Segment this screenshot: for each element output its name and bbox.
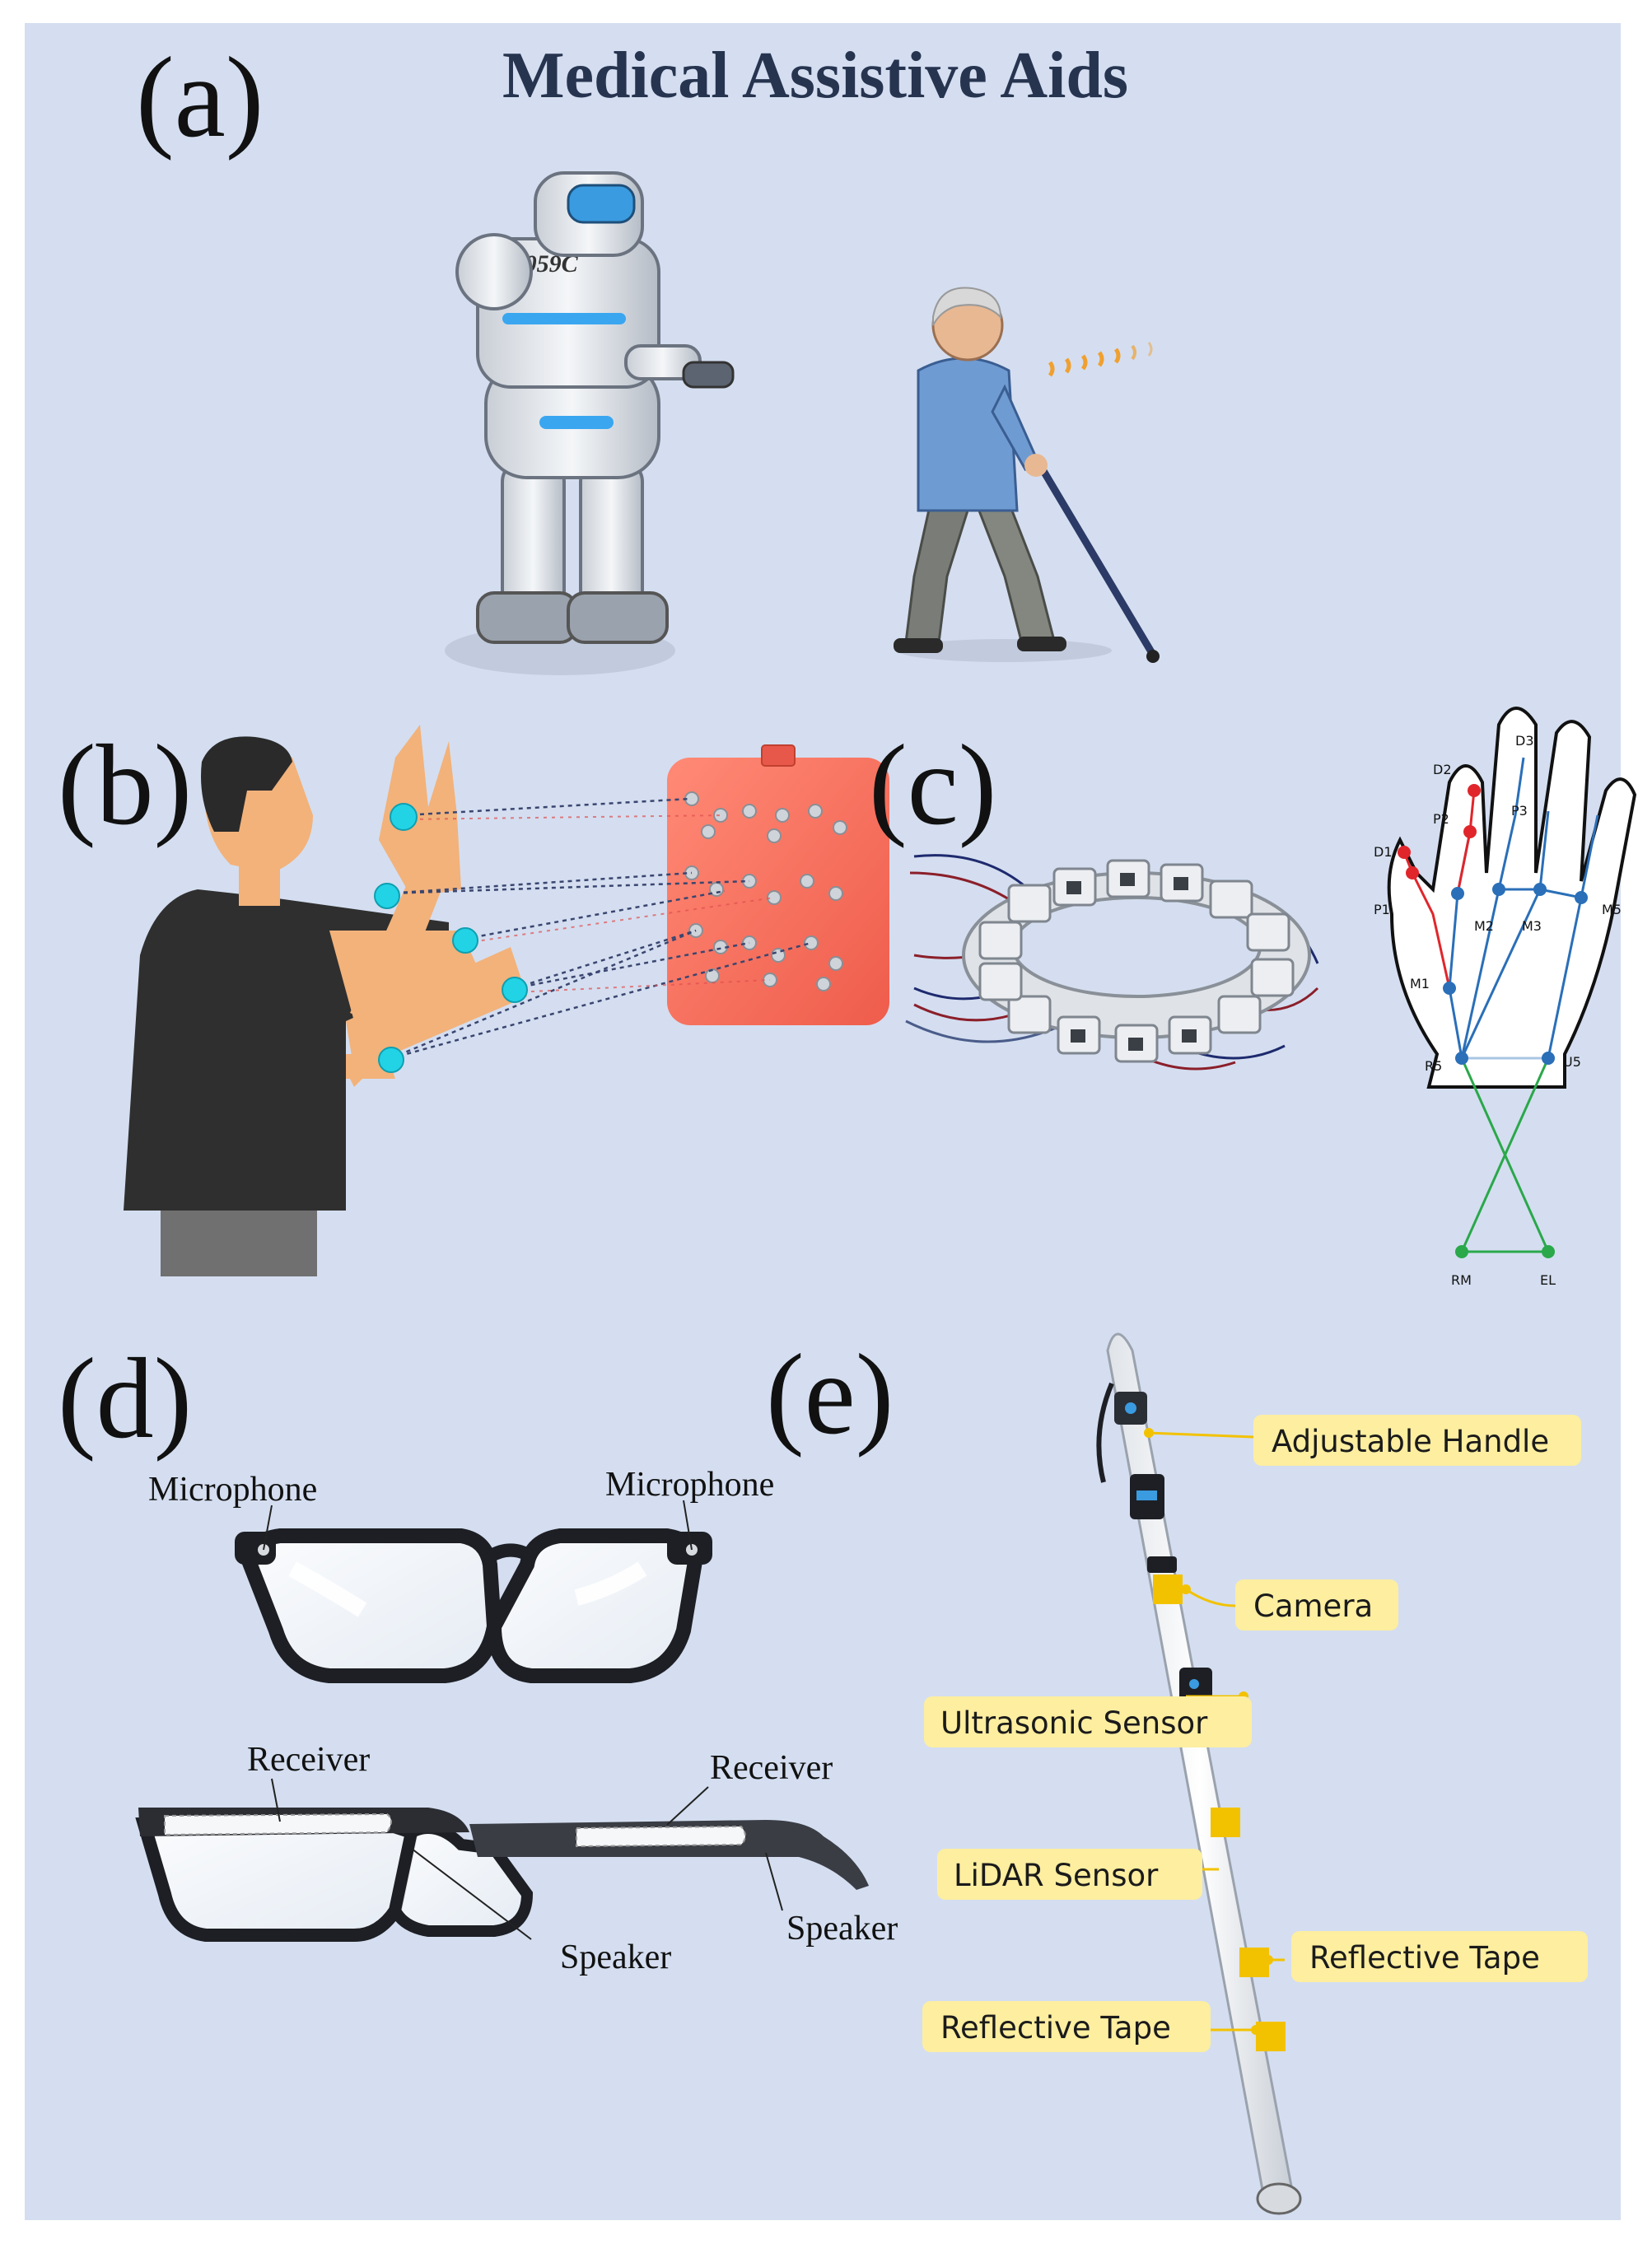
label-lidar-sensor: LiDAR Sensor bbox=[954, 1858, 1159, 1893]
hand-label-u5: U5 bbox=[1563, 1054, 1581, 1070]
panel-b-tag: (b) bbox=[58, 721, 192, 849]
hand-label-p2: P2 bbox=[1433, 811, 1449, 827]
hand-label-d2: D2 bbox=[1433, 762, 1452, 777]
hand-joint-diagram: D1 P1 D2 P2 D3 P3 M1 M2 M3 M5 R5 U5 RM E… bbox=[1374, 707, 1637, 1288]
hand-label-m5: M5 bbox=[1602, 902, 1622, 917]
figure-title: Medical Assistive Aids bbox=[502, 40, 1128, 112]
hand-label-m2: M2 bbox=[1474, 918, 1494, 934]
panel-c-tag: (c) bbox=[869, 721, 996, 849]
smart-glasses-front bbox=[235, 1500, 712, 1683]
sign-language-person bbox=[124, 725, 527, 1276]
label-receiver-left: Receiver bbox=[247, 1741, 370, 1779]
hand-label-p1: P1 bbox=[1374, 902, 1390, 917]
smart-glasses-side bbox=[135, 1778, 869, 1942]
tactile-sensor-board bbox=[667, 744, 889, 1025]
label-ultrasonic-sensor: Ultrasonic Sensor bbox=[940, 1705, 1208, 1741]
hand-label-p3: P3 bbox=[1511, 803, 1528, 819]
hand-label-rm: RM bbox=[1451, 1272, 1472, 1288]
panel-e-tag: (e) bbox=[766, 1331, 894, 1458]
panel-a-tag: (a) bbox=[136, 34, 264, 161]
body-sensor-markers bbox=[374, 803, 528, 1073]
sensor-ring-band bbox=[905, 854, 1319, 1071]
hand-label-d1: D1 bbox=[1374, 844, 1393, 860]
label-reflective-tape-right: Reflective Tape bbox=[1309, 1940, 1540, 1976]
label-camera: Camera bbox=[1253, 1589, 1373, 1624]
hand-label-m3: M3 bbox=[1522, 918, 1542, 934]
hand-label-d3: D3 bbox=[1515, 733, 1534, 749]
sensor-mapping-lines bbox=[386, 797, 812, 1060]
label-speaker-center: Speaker bbox=[560, 1938, 671, 1976]
label-reflective-tape-left: Reflective Tape bbox=[940, 2010, 1171, 2046]
robot-illustration: D059C bbox=[445, 171, 735, 675]
panel-d-tag: (d) bbox=[58, 1335, 192, 1463]
label-receiver-right: Receiver bbox=[710, 1749, 833, 1787]
hand-label-r5: R5 bbox=[1425, 1058, 1442, 1074]
cane-label-boxes bbox=[922, 1415, 1588, 2052]
elderly-man-with-cane bbox=[894, 287, 1160, 663]
label-microphone-left: Microphone bbox=[148, 1471, 317, 1509]
hand-label-el: EL bbox=[1540, 1272, 1556, 1288]
label-adjustable-handle: Adjustable Handle bbox=[1272, 1424, 1549, 1459]
hand-label-m1: M1 bbox=[1410, 976, 1430, 991]
smart-cane bbox=[1096, 1332, 1302, 2215]
label-microphone-right: Microphone bbox=[605, 1466, 774, 1504]
label-speaker-right: Speaker bbox=[786, 1910, 898, 1948]
